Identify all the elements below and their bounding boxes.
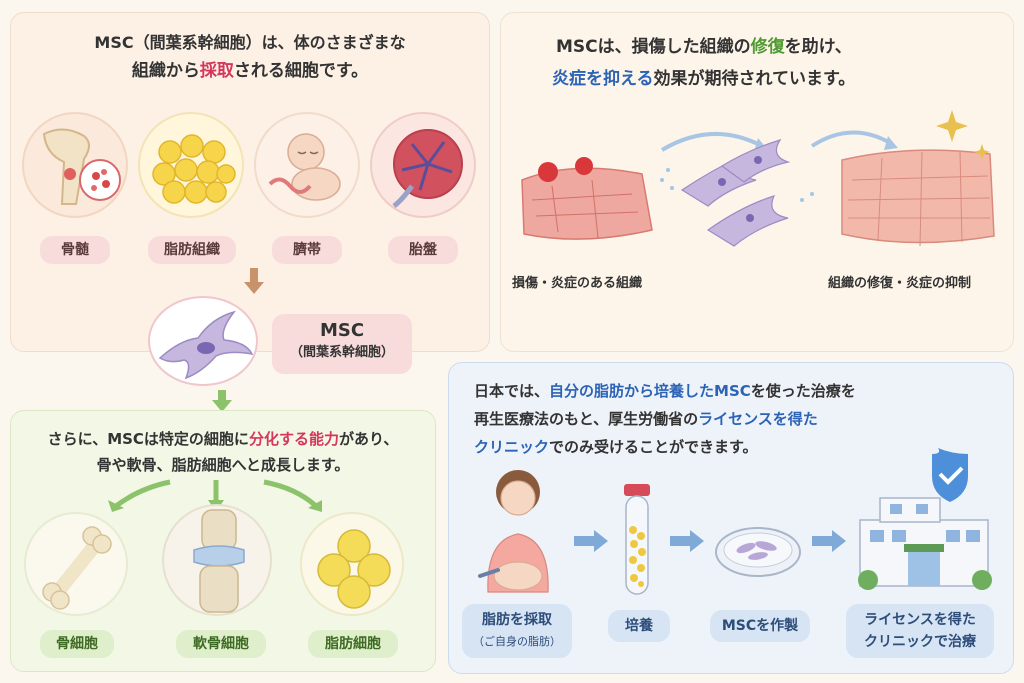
step-label-produce-msc: MSCを作製 [710,610,810,642]
clinic-icon [858,448,992,590]
process-arrow-2-icon [670,530,704,552]
caption-damaged-tissue: 損傷・炎症のある組織 [512,276,643,291]
msc-title-box: MSC （間葉系幹細胞） [272,314,412,374]
treatment-line1: 日本では、自分の脂肪から培養したMSCを使った治療を [474,382,856,400]
source-label-placenta: 胎盤 [388,236,458,264]
source-label-umbilical: 臍帯 [272,236,342,264]
step-label-harvest: 脂肪を採取 （ご自身の脂肪） [462,604,572,658]
bone-icon [24,512,128,616]
source-heading-line1: MSC（間葉系幹細胞）は、体のさまざまな [94,33,406,52]
adipose-tissue-icon [138,112,244,218]
source-label-adipose: 脂肪組織 [148,236,236,264]
step-harvest-title: 脂肪を採取 [482,612,552,628]
tissue-repair-illustration [521,110,995,247]
process-arrow-1-icon [574,530,608,552]
placenta-icon [370,112,476,218]
test-tube-icon [624,484,650,595]
step-clinic-sub: クリニックで治療 [864,634,976,650]
cell-label-fat: 脂肪細胞 [308,630,398,658]
repair-line2: 炎症を抑える効果が期待されています。 [552,69,856,89]
step-label-clinic: ライセンスを得た クリニックで治療 [846,604,994,658]
bone-marrow-icon [22,112,128,218]
cell-label-bone: 骨細胞 [40,630,114,658]
msc-subtitle: （間葉系幹細胞） [289,345,394,360]
step-clinic-title: ライセンスを得た [864,612,976,628]
process-arrow-3-icon [812,530,846,552]
patient-icon [478,470,549,593]
diff-line1: さらに、MSCは特定の細胞に分化する能力があり、 [47,430,399,448]
treatment-line2: 再生医療法のもと、厚生労働省のライセンスを得た [474,410,818,428]
fat-cells-icon [300,512,404,616]
step-harvest-sub: （ご自身の脂肪） [473,635,561,648]
repair-line1: MSCは、損傷した組織の修復を助け、 [556,37,852,57]
knee-cartilage-icon [162,504,272,616]
source-label-bone-marrow: 骨髄 [40,236,110,264]
arrow-down-brown-icon [244,268,264,294]
source-heading-line2: 組織から採取される細胞です。 [131,61,369,81]
inflammation-icon [538,157,593,182]
caption-repaired-tissue: 組織の修復・炎症の抑制 [828,276,972,291]
cell-label-cartilage: 軟骨細胞 [176,630,266,658]
arrow-down-green-icon [212,390,232,412]
sparkle-icon [936,110,990,160]
treatment-line3: クリニックでのみ受けることができます。 [474,438,758,456]
diff-line2: 骨や軟骨、脂肪細胞へと成長します。 [96,456,350,474]
petri-dish-icon [715,527,801,577]
umbilical-cord-icon [254,112,360,218]
step-label-culture: 培養 [608,610,670,642]
msc-title: MSC [319,320,365,341]
msc-cell-icon [148,296,258,386]
